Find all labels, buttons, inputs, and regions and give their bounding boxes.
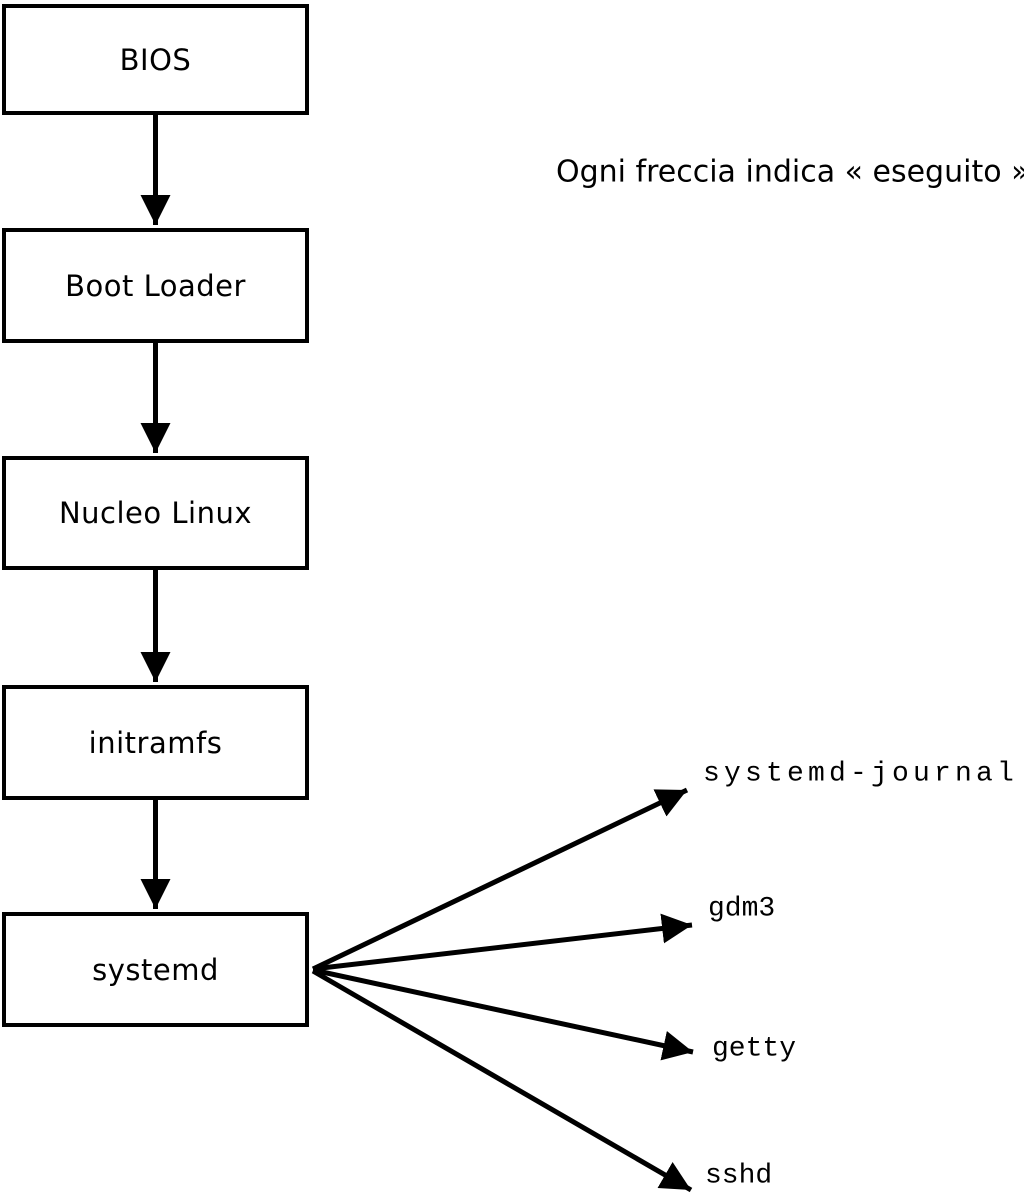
- node-initramfs: initramfs: [2, 685, 309, 800]
- arrow-systemd-to-gdm3: [312, 913, 693, 972]
- arrow-systemd-to-getty: [312, 967, 694, 1061]
- node-boot-loader-label: Boot Loader: [65, 268, 246, 303]
- node-nucleo-linux-label: Nucleo Linux: [58, 496, 252, 530]
- legend-note: Ogni freccia indica « eseguito ».: [556, 154, 1024, 190]
- service-label-gdm3: gdm3: [708, 893, 776, 925]
- node-bios: BIOS: [2, 4, 309, 115]
- service-label-getty: getty: [712, 1033, 797, 1065]
- node-boot-loader: Boot Loader: [2, 228, 309, 343]
- service-label-sshd: sshd: [705, 1160, 773, 1192]
- arrow-systemd-to-journal: [311, 787, 689, 972]
- node-bios-label: BIOS: [119, 42, 192, 77]
- service-label-systemd-journal: systemd-journal: [703, 758, 1019, 790]
- arrow-systemd-to-sshd: [311, 968, 693, 1193]
- node-systemd: systemd: [2, 912, 309, 1027]
- node-nucleo-linux: Nucleo Linux: [2, 456, 309, 570]
- node-systemd-label: systemd: [92, 952, 219, 987]
- node-initramfs-label: initramfs: [88, 725, 223, 760]
